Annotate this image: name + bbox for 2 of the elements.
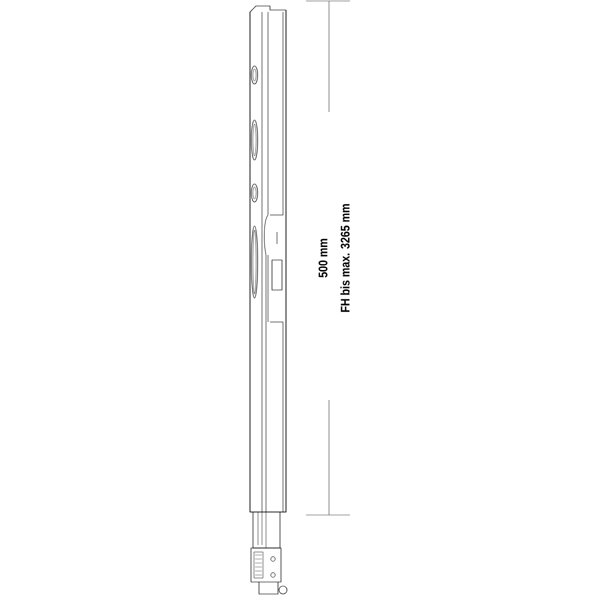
dimension-label: 500 mm: [318, 238, 328, 278]
dimension-label: FH bis max. 3265 mm: [340, 204, 350, 312]
